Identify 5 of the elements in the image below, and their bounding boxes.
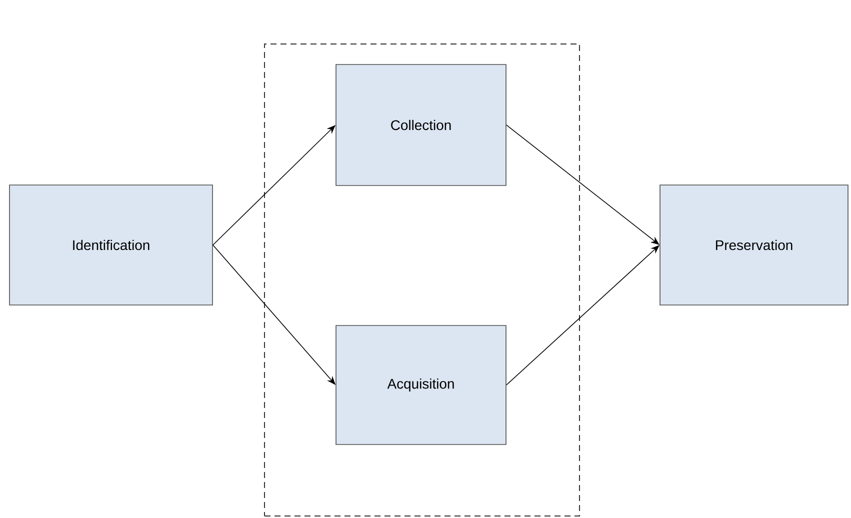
process-box: Acquisition bbox=[336, 325, 506, 445]
dashed-group-box bbox=[264, 44, 580, 516]
process-box: Preservation bbox=[660, 184, 848, 306]
process-box: Identification bbox=[9, 184, 213, 306]
process-box: Collection bbox=[336, 64, 506, 186]
